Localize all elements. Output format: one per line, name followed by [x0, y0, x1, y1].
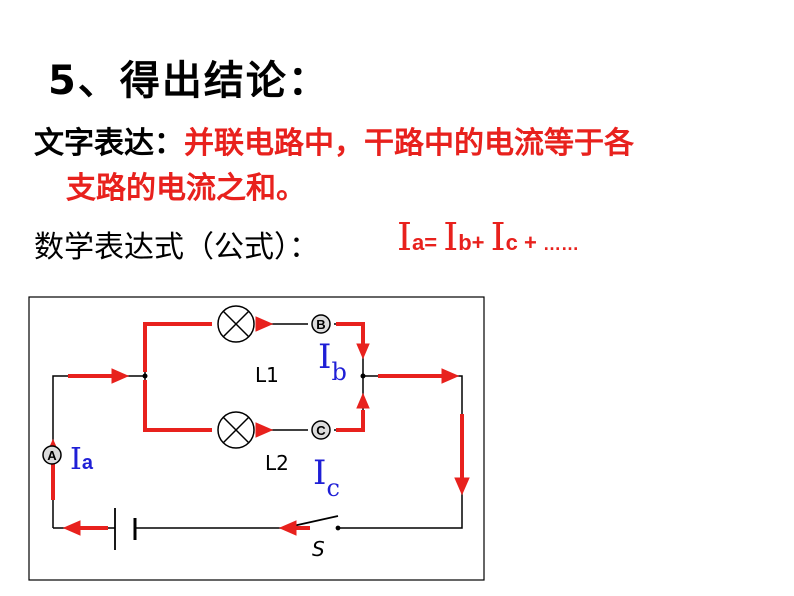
lamp-l1-icon — [217, 305, 255, 343]
ammeter-c: C — [311, 420, 331, 440]
formula-ellipsis: …… — [542, 234, 579, 254]
current-arrows — [45, 316, 470, 536]
text-statement-label: 文字表达： — [34, 126, 184, 161]
junction-right — [360, 373, 366, 379]
formula-i-a: I — [397, 215, 413, 259]
lamp-l2-label: L2 — [265, 451, 289, 475]
ammeter-b: B — [311, 314, 331, 334]
page-title: 5、得出结论： — [48, 58, 330, 104]
diagram-frame — [28, 296, 485, 581]
ammeter-b-label: B — [316, 317, 325, 332]
lamp-l2-icon — [217, 411, 255, 449]
formula-sub-b: b+ — [458, 230, 491, 255]
battery-icon — [114, 508, 137, 550]
formula-i-c: I — [490, 215, 506, 259]
lamp-l1-label: L1 — [255, 363, 279, 387]
formula-sub-c: c + — [505, 230, 543, 255]
text-statement-line1: 文字表达：并联电路中，干路中的电流等于各 — [34, 118, 634, 162]
ammeter-c-label: C — [316, 423, 326, 438]
math-statement-label: 数学表达式（公式）： — [34, 230, 319, 265]
formula: Ia= Ib+ Ic + …… — [397, 215, 579, 259]
current-label-ic: Ic — [313, 453, 340, 502]
ammeter-a-label: A — [47, 448, 57, 463]
text-statement-content: 并联电路中，干路中的电流等于各 — [184, 126, 634, 161]
current-label-ib: Ib — [318, 337, 347, 386]
ammeter-a: A — [42, 445, 62, 465]
current-label-ia: Ia — [70, 442, 94, 477]
formula-sub-a: a= — [412, 230, 444, 255]
text-statement-line2: 支路的电流之和。 — [66, 171, 306, 206]
junction-left — [142, 373, 148, 379]
switch-label: S — [312, 537, 325, 561]
formula-i-b: I — [443, 215, 459, 259]
